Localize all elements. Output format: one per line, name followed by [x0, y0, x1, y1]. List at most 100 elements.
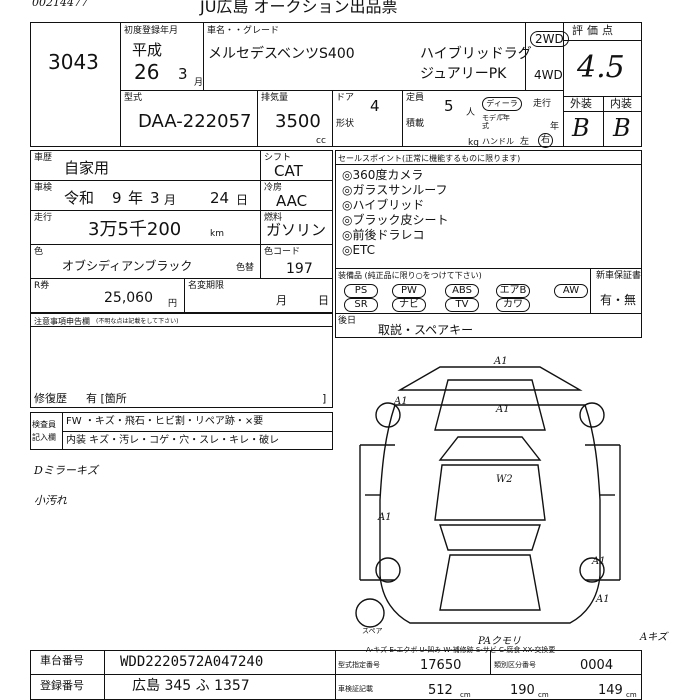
serial-number: 00214477 — [32, 0, 88, 9]
exterior-grade: B — [572, 114, 590, 142]
inspection-day-unit: 日 — [236, 193, 249, 207]
score-label: 評価点 — [572, 24, 617, 37]
handle-right: 右 — [538, 133, 553, 148]
sales-points-label: セールスポイント(正常に機能するものに限ります) — [338, 154, 521, 163]
dealer-suffix: 走行 — [533, 99, 552, 109]
tire-fl — [375, 402, 401, 428]
damage-mark: A1 — [596, 594, 610, 605]
capacity-label: 定員 — [406, 93, 425, 103]
note-1: Dミラーキズ — [34, 464, 98, 477]
doors-label: ドア — [336, 93, 355, 103]
lot-number: 3043 — [48, 50, 99, 74]
new-warranty-value: 有・無 — [600, 293, 637, 307]
mileage-value: 3万5千200 — [88, 219, 182, 240]
bottom-length-label: 車検証記載 — [338, 685, 373, 693]
shift-value: CAT — [274, 162, 303, 180]
car-damage-diagram — [355, 366, 621, 628]
shape-label: 形状 — [336, 119, 355, 129]
repair-label: 修復歴 — [34, 392, 67, 405]
fuel-label: 燃料 — [264, 213, 283, 223]
first-reg-month-unit: 月 — [194, 78, 204, 88]
equipment-item: PS — [344, 284, 378, 298]
new-warranty-label: 新車保証書 — [596, 271, 642, 281]
vehicle-grade-1: ハイブリッドラグ — [420, 46, 532, 62]
color-code-value: 197 — [286, 261, 313, 277]
equipment-item: カワ — [496, 298, 530, 312]
damage-mark: A1 — [394, 396, 408, 407]
car-roof — [434, 464, 546, 521]
notes-value: 取説・スペアキー — [378, 323, 474, 337]
bottom-a-label: 型式指定番号 — [338, 661, 380, 669]
length-value: 512 — [428, 683, 453, 698]
color-value: オブシディアンブラック — [62, 259, 193, 273]
dealer-badge: ディーラー — [482, 97, 522, 120]
chassis-value: WDD2220572A047240 — [120, 654, 264, 670]
tire-rr — [579, 557, 605, 583]
model-code: DAA-222057 — [138, 111, 252, 132]
model-year-unit: 年 — [550, 122, 560, 132]
spare-tire — [355, 598, 385, 628]
equipment-item: TV — [445, 298, 479, 312]
inspector-row-2: 内装 キズ・汚レ・コゲ・穴・スレ・キレ・破レ — [66, 435, 280, 446]
shift-label: シフト — [264, 153, 292, 163]
inspection-month: 3 — [150, 189, 160, 207]
tire-fr — [579, 402, 605, 428]
handle-label: ハンドル — [482, 137, 514, 146]
name-change-day: 日 — [318, 294, 329, 307]
damage-mark: W2 — [496, 474, 513, 485]
capacity-unit: 人 — [466, 108, 476, 118]
first-reg-month: 3 — [178, 65, 188, 83]
damage-mark: A1 — [378, 512, 392, 523]
top-frame — [30, 22, 642, 147]
make-label: 車名・・グレード — [207, 26, 280, 36]
inspection-day: 24 — [210, 189, 230, 207]
equipment-item: ナビ — [392, 298, 426, 312]
score-value: 4.5 — [577, 50, 625, 85]
sales-points-list: ◎360度カメラ◎ガラスサンルーフ◎ハイブリッド◎ブラック皮シート◎前後ドラレコ… — [342, 168, 448, 258]
displacement-label: 排気量 — [261, 93, 289, 103]
first-reg-year: 26 — [134, 60, 160, 84]
interior-grade: B — [613, 114, 631, 142]
exterior-label: 外装 — [570, 97, 592, 110]
inspection-month-unit: 月 — [164, 193, 177, 207]
capacity-value: 5 — [444, 97, 454, 115]
mileage-label: 走行 — [34, 213, 53, 223]
damage-mark: A1 — [494, 356, 508, 367]
mileage-unit: km — [210, 229, 224, 239]
sales-point-item: ◎ガラスサンルーフ — [342, 183, 448, 197]
history-value: 自家用 — [64, 159, 110, 177]
registration-value: 広島 345 ふ 1357 — [132, 678, 250, 694]
note-2: 小汚れ — [34, 494, 67, 507]
first-reg-era: 平成 — [132, 41, 163, 59]
inspector-row-1: FW ・キズ・飛石・ヒビ割・リペア跡・×要 — [66, 416, 264, 427]
form-title: JU広島 オークション出品票 — [200, 0, 398, 16]
width-unit: cm — [538, 691, 549, 699]
chassis-label: 車台番号 — [40, 654, 84, 667]
doors-value: 4 — [370, 97, 380, 115]
damage-mark: Aキズ — [640, 632, 668, 643]
handle-left: 左 — [520, 137, 530, 147]
notice-sub: (不明な点は記載をして下さい) — [96, 318, 179, 325]
bottom-b-value: 0004 — [580, 658, 614, 673]
car-front-outline — [397, 366, 583, 391]
color-label: 色 — [34, 247, 44, 257]
first-reg-label: 初度登録年月 — [124, 26, 179, 36]
length-unit: cm — [460, 691, 471, 699]
car-body-outline — [379, 404, 601, 624]
car-rear-window — [439, 524, 541, 551]
damage-mark: A1 — [496, 404, 510, 415]
spare-label: スペア — [362, 627, 383, 635]
sales-frame — [335, 150, 642, 338]
recycle-value: 25,060 — [104, 290, 153, 306]
inspection-era: 令和 — [64, 189, 95, 207]
repair-value: 有 [箇所 — [86, 392, 127, 405]
damage-mark: A1 — [592, 556, 606, 567]
height-unit: cm — [626, 691, 637, 699]
history-label: 車歴 — [34, 153, 53, 163]
vehicle-make: メルセデスベンツS400 — [208, 46, 355, 62]
bottom-a-value: 17650 — [420, 658, 462, 673]
drive-4wd: 4WD — [534, 68, 563, 82]
load-unit: kg — [468, 138, 479, 148]
drive-2wd: 2WD — [530, 31, 569, 47]
inspection-year: 9 — [112, 189, 122, 207]
